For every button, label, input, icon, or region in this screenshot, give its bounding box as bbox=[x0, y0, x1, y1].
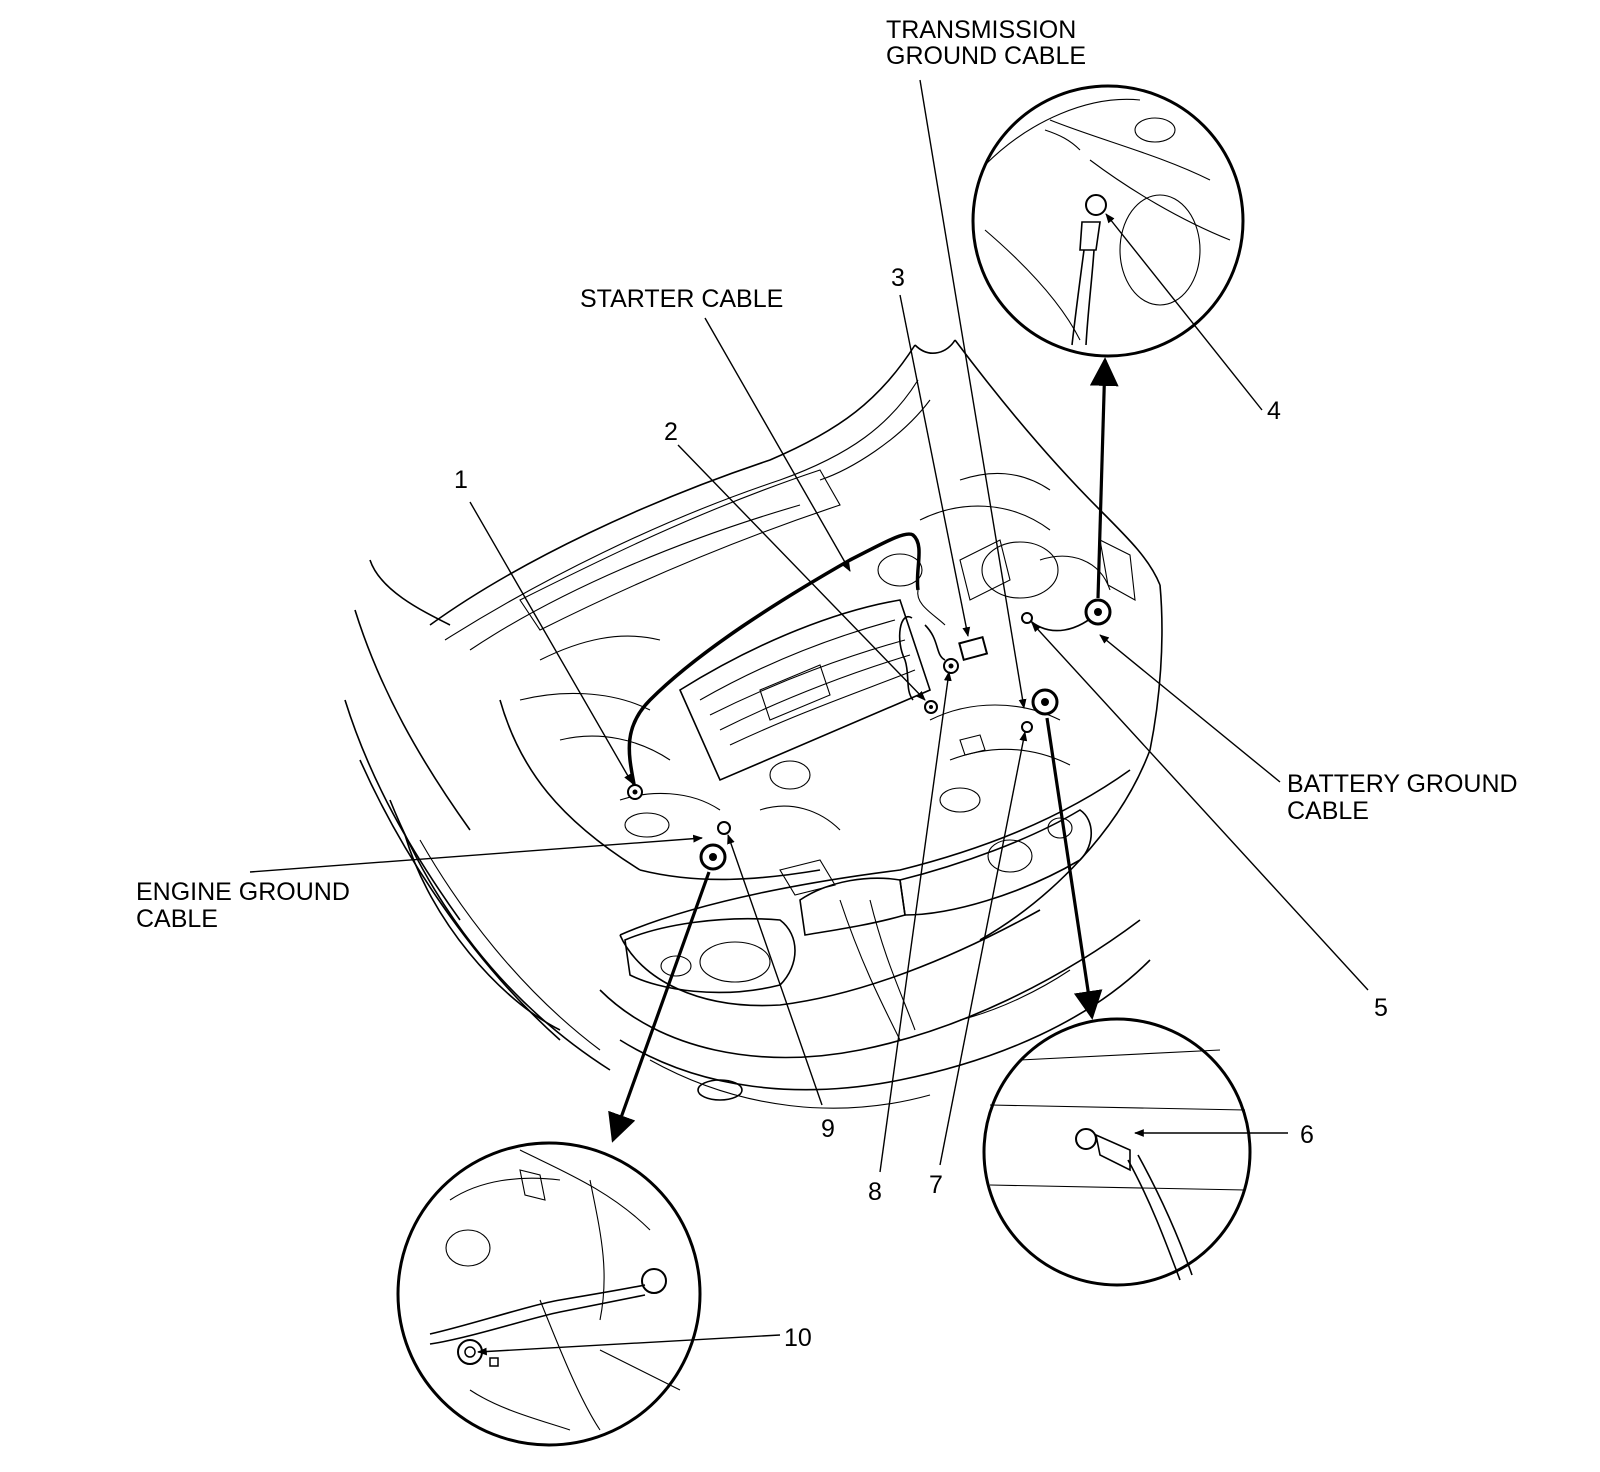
callout-2: 2 bbox=[664, 418, 678, 446]
transmission-ground-label-line2: GROUND CABLE bbox=[886, 42, 1086, 70]
text-labels: TRANSMISSION GROUND CABLE STARTER CABLE … bbox=[136, 16, 1518, 1352]
starter-cable-route bbox=[627, 532, 946, 791]
detail-circle-engine-ground bbox=[396, 1141, 702, 1447]
bolt-10-icon bbox=[699, 843, 727, 871]
bolt-6-icon bbox=[1031, 688, 1059, 716]
callout-5: 5 bbox=[1374, 994, 1388, 1022]
bolt-1-icon bbox=[627, 784, 643, 800]
connector-3-icon bbox=[958, 635, 989, 662]
transmission-ground-cable-route bbox=[898, 615, 946, 701]
callout-9: 9 bbox=[821, 1115, 835, 1143]
battery-ground-label-line1: BATTERY GROUND bbox=[1287, 770, 1518, 798]
engine-ground-label-line2: CABLE bbox=[136, 905, 218, 933]
callout-3: 3 bbox=[891, 264, 905, 292]
callout-1: 1 bbox=[454, 466, 468, 494]
engine-ground-label-line1: ENGINE GROUND bbox=[136, 878, 350, 906]
bolt-5-icon bbox=[1021, 612, 1033, 624]
bolt-9-icon bbox=[717, 821, 731, 835]
bolt-7-icon bbox=[1021, 721, 1033, 733]
leader-lines bbox=[249, 79, 1369, 1356]
callout-8: 8 bbox=[868, 1178, 882, 1206]
callout-6: 6 bbox=[1300, 1121, 1314, 1149]
bolt-2-icon bbox=[924, 700, 938, 714]
bolt-4-icon bbox=[1084, 598, 1112, 626]
car-body-illustration bbox=[344, 339, 1163, 1109]
callout-4: 4 bbox=[1267, 397, 1281, 425]
callout-7: 7 bbox=[929, 1171, 943, 1199]
bolt-8-icon bbox=[943, 658, 959, 674]
transmission-ground-label-line1: TRANSMISSION bbox=[886, 16, 1076, 44]
detail-circle-transmission-ground bbox=[982, 1017, 1252, 1287]
starter-cable-label: STARTER CABLE bbox=[580, 285, 783, 313]
detail-arrows bbox=[608, 357, 1119, 1143]
detail-circle-battery-ground bbox=[971, 84, 1245, 358]
callout-10: 10 bbox=[784, 1324, 812, 1352]
battery-ground-label-line2: CABLE bbox=[1287, 797, 1369, 825]
